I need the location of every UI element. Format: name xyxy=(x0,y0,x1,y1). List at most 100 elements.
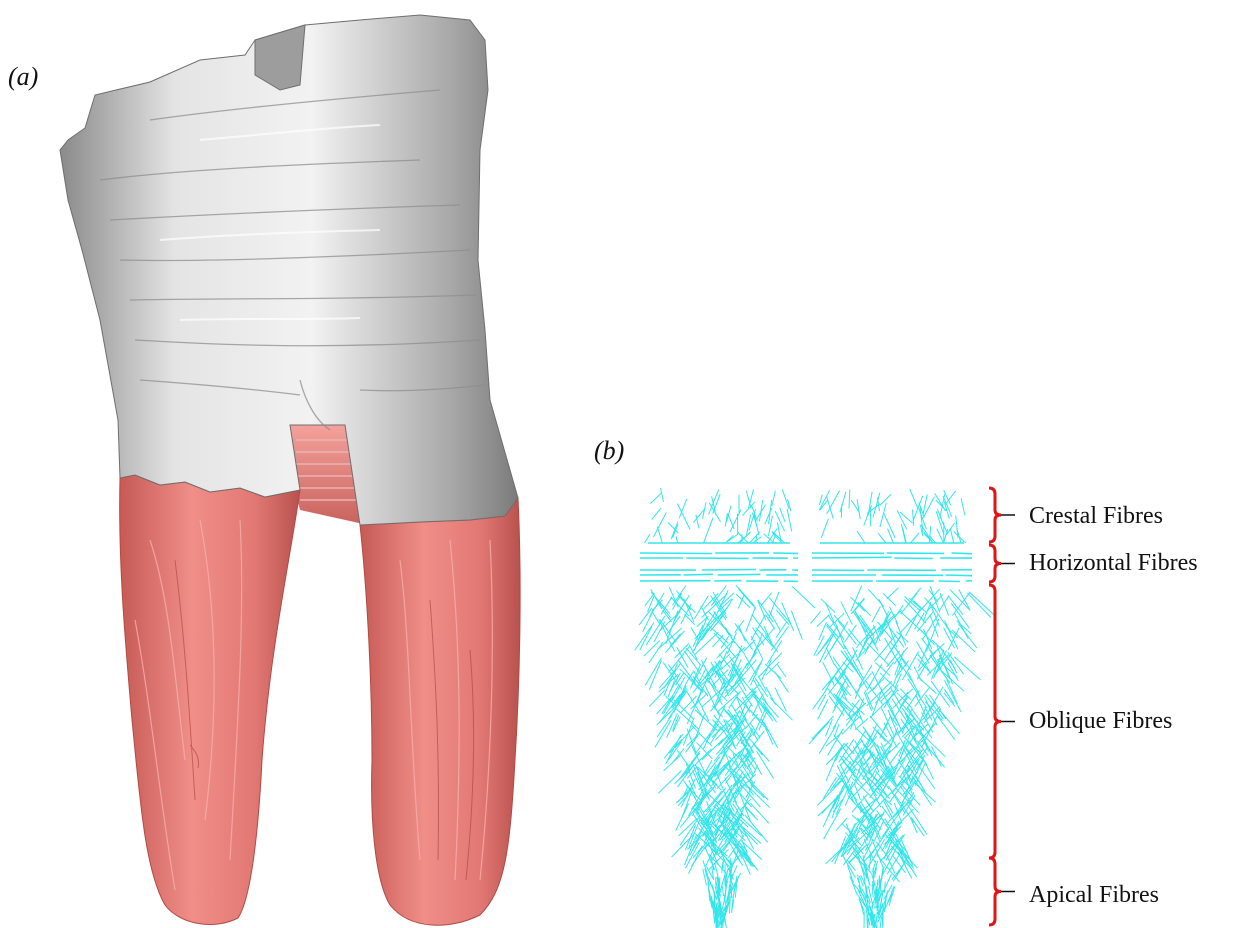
oblique-fibre xyxy=(917,663,927,679)
crestal-fibre xyxy=(704,518,713,543)
crestal-fibre xyxy=(950,528,954,543)
crestal-fibre xyxy=(709,503,720,522)
oblique-fibre xyxy=(764,626,773,646)
crestal-fibre xyxy=(775,511,784,531)
crestal-fibre xyxy=(645,534,651,543)
oblique-fibre xyxy=(672,748,684,763)
oblique-fibre xyxy=(852,703,865,715)
horizontal-fibre xyxy=(894,558,933,559)
panel-b-label: (b) xyxy=(594,436,624,466)
oblique-fibre xyxy=(681,696,697,713)
crestal-fibre xyxy=(676,536,678,543)
crestal-fibre xyxy=(820,495,823,505)
oblique-fibre xyxy=(677,750,689,767)
crestal-fibre xyxy=(757,505,766,520)
apical-fibre xyxy=(850,876,858,895)
apical-fibre xyxy=(730,867,731,881)
oblique-fibre xyxy=(818,699,829,719)
horizontal-fibre xyxy=(640,553,712,554)
oblique-fibre xyxy=(904,749,924,774)
crestal-fibre xyxy=(726,535,734,543)
horizontal-fibres-label: Horizontal Fibres xyxy=(1029,550,1198,577)
horizontal-fibre xyxy=(684,574,713,575)
oblique-fibre xyxy=(824,634,841,660)
oblique-fibre xyxy=(917,612,933,632)
crestal-fibre xyxy=(849,490,850,509)
oblique-fibre xyxy=(673,716,680,732)
oblique-fibre xyxy=(967,593,991,618)
oblique-fibre xyxy=(791,611,802,640)
oblique-fibre xyxy=(746,607,756,632)
horizontal-fibre xyxy=(939,581,960,582)
oblique-fibre xyxy=(969,592,995,616)
oblique-fibre xyxy=(723,708,736,721)
crestal-fibre xyxy=(946,523,954,535)
horizontal-fibre xyxy=(702,570,756,571)
oblique-fibre xyxy=(775,688,786,712)
oblique-fibre xyxy=(681,604,691,624)
oblique-fibre xyxy=(658,601,671,618)
crestal-fibre xyxy=(840,492,846,512)
oblique-fibre xyxy=(897,693,912,708)
mesial-root xyxy=(120,475,300,924)
crestal-fibre xyxy=(650,493,661,503)
crestal-fibre xyxy=(730,510,741,532)
oblique-fibre xyxy=(893,809,914,830)
oblique-fibre xyxy=(852,730,866,754)
oblique-fibre xyxy=(776,610,789,625)
oblique-fibre xyxy=(883,593,896,606)
crestal-fibre xyxy=(911,533,920,543)
oblique-fibre xyxy=(889,607,898,625)
crestal-fibre xyxy=(652,508,661,519)
oblique-fibre xyxy=(762,660,772,680)
apical-fibre xyxy=(892,865,904,880)
crestal-fibre xyxy=(857,531,865,543)
crestal-fibre xyxy=(673,524,679,538)
crestal-brace xyxy=(989,488,1001,542)
panel-a-label: (a) xyxy=(8,62,38,92)
apical-fibre xyxy=(730,858,731,871)
oblique-fibres xyxy=(635,585,996,883)
crestal-fibre xyxy=(900,512,913,523)
oblique-fibre xyxy=(792,587,815,609)
crestal-fibre xyxy=(954,532,966,544)
crestal-fibre xyxy=(921,525,933,543)
apical-fibre xyxy=(880,867,883,888)
apical-fibre xyxy=(729,896,730,914)
oblique-fibre xyxy=(896,661,909,678)
crestal-fibre xyxy=(821,519,828,538)
oblique-fibre xyxy=(811,612,821,624)
crestal-fibre xyxy=(883,512,895,538)
oblique-fibre xyxy=(940,710,960,734)
oblique-fibre xyxy=(740,799,751,811)
oblique-fibre xyxy=(818,796,839,816)
crestal-fibre xyxy=(780,508,785,522)
oblique-brace xyxy=(989,585,1001,858)
apical-fibre xyxy=(843,856,856,878)
oblique-fibre xyxy=(922,734,945,757)
crestal-fibre xyxy=(787,509,792,531)
crestal-fibre xyxy=(961,498,965,515)
oblique-fibre xyxy=(873,662,893,690)
oblique-fibre xyxy=(821,599,835,613)
crestal-fibre xyxy=(756,535,757,543)
oblique-fibre xyxy=(764,722,778,748)
oblique-fibre xyxy=(735,704,752,733)
oblique-fibre xyxy=(826,603,835,623)
oblique-fibre xyxy=(824,809,841,840)
oblique-fibre xyxy=(739,625,746,641)
oblique-fibre xyxy=(949,597,963,615)
oblique-fibre xyxy=(663,610,672,622)
oblique-fibre xyxy=(836,818,847,830)
oblique-fibre xyxy=(851,597,866,611)
oblique-fibre xyxy=(644,641,660,657)
oblique-fibre xyxy=(685,735,698,752)
crestal-fibre xyxy=(880,503,886,527)
oblique-fibre xyxy=(819,622,827,640)
crestal-fibre xyxy=(671,522,678,539)
oblique-fibre xyxy=(900,611,924,633)
oblique-fibre xyxy=(774,671,788,692)
oblique-fibre xyxy=(908,805,927,834)
crestal-fibre xyxy=(661,488,664,502)
oblique-fibre xyxy=(844,625,856,643)
